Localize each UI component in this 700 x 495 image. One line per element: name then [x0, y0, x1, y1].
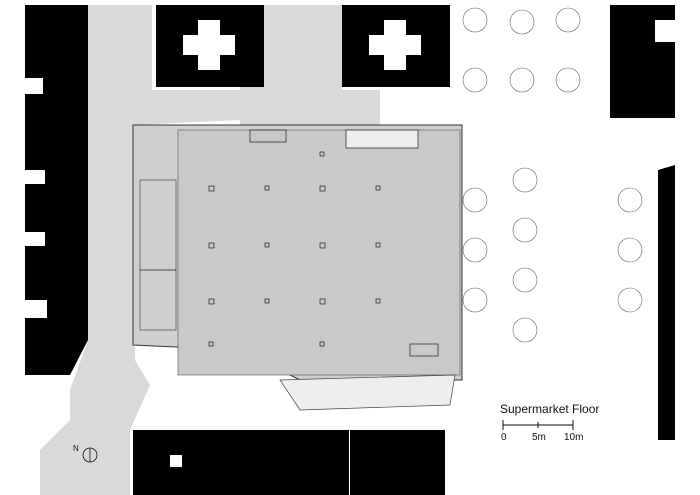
building-block-west	[25, 5, 88, 375]
courtyards	[25, 20, 675, 467]
building-block-south-2	[350, 430, 445, 495]
sales-area	[177, 129, 461, 376]
courtyard-cross-1	[183, 20, 235, 70]
forecourt	[240, 5, 380, 125]
stair	[139, 269, 177, 331]
entrance-canopy	[279, 374, 456, 411]
north-arrow	[82, 447, 98, 463]
column-grid	[208, 151, 381, 347]
building-block-east	[658, 165, 675, 440]
courtyard-east	[655, 20, 675, 42]
courtyard-south	[170, 455, 182, 467]
scale-label-0: 0	[501, 432, 507, 443]
courtyard-west-4	[25, 300, 47, 318]
courtyard-cross-2	[369, 20, 421, 70]
plan-title: Supermarket Floor	[500, 402, 600, 416]
building-block-south-1	[133, 430, 349, 495]
checkout-counters	[345, 129, 419, 149]
courtyard-west-2	[25, 170, 45, 184]
scale-label-10m: 10m	[564, 432, 584, 443]
pedestrian-street	[40, 5, 240, 495]
supermarket-floor	[132, 124, 463, 411]
north-arrow-label: N	[73, 444, 79, 453]
shop-fittings	[249, 129, 439, 357]
scale-bar	[502, 420, 574, 430]
freezer-units	[409, 343, 439, 357]
service-desk	[249, 129, 287, 143]
scale-label-5m: 5m	[532, 432, 546, 443]
courtyard-west-3	[25, 232, 45, 246]
stair-core	[139, 179, 177, 331]
courtyard-west-1	[25, 78, 43, 94]
street-trees	[462, 7, 643, 343]
paving-areas	[40, 5, 380, 495]
